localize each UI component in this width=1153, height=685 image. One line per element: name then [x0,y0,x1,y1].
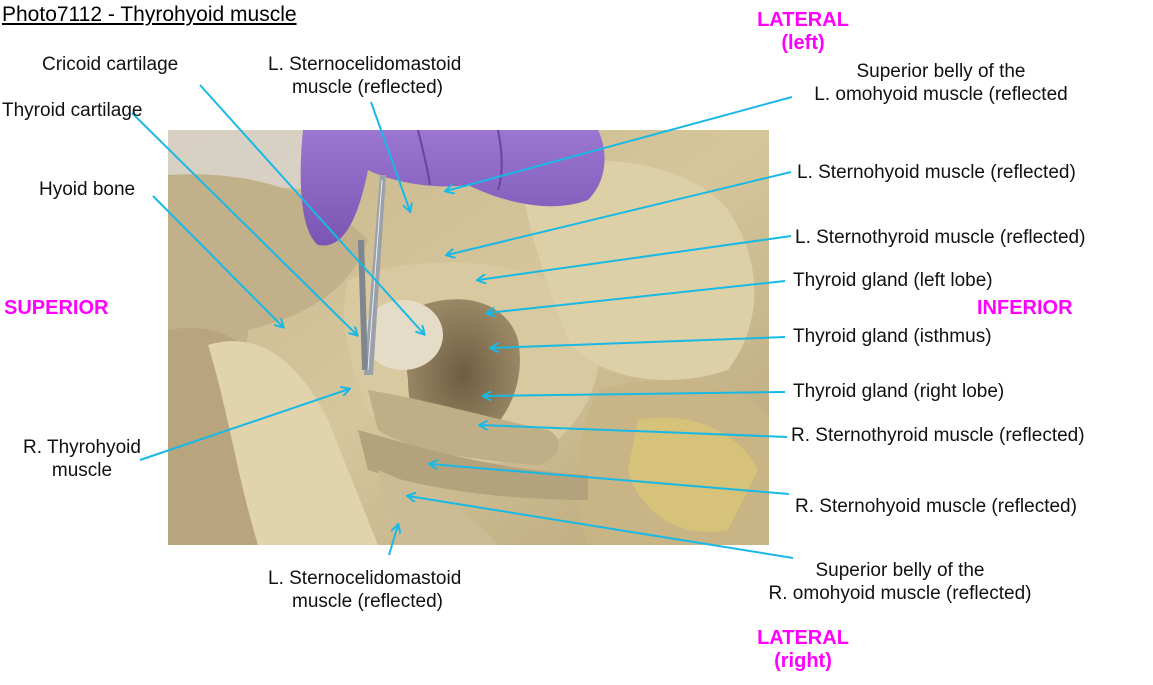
leader-thyroid-cartilage [131,112,357,335]
leader-r-thyrohyoid [139,389,349,461]
label-l-omohyoid: Superior belly of the L. omohyoid muscle… [796,60,1086,106]
label-l-sternohyoid: L. Sternohyoid muscle (reflected) [797,162,1076,183]
orientation-lateral-right-line2: (right) [774,650,832,672]
label-r-sternohyoid: R. Sternohyoid muscle (reflected) [795,496,1077,517]
leader-thyroid-isthmus [491,336,786,348]
label-r-thyrohyoid-line2: muscle [51,460,113,481]
label-r-sternothyroid: R. Sternothyroid muscle (reflected) [791,425,1085,446]
leader-l-scm-bottom [388,525,398,556]
label-l-sternothyroid: L. Sternothyroid muscle (reflected) [795,227,1086,248]
leader-l-sternothyroid [478,235,792,280]
label-l-sternocleidomastoid-bottom: L. Sternocelidomastoid muscle (reflected… [268,567,461,613]
label-l-sternocleidomastoid-top-line2: muscle (reflected) [292,77,443,98]
figure-title: Photo7112 - Thyrohyoid muscle [2,3,297,26]
leader-thyroid-left-lobe [487,280,786,313]
label-thyroid-left-lobe: Thyroid gland (left lobe) [793,270,993,291]
orientation-lateral-left: LATERAL (left) [748,9,858,55]
label-l-sternocleidomastoid-bottom-line2: muscle (reflected) [292,591,443,612]
leader-l-omohyoid [446,96,793,191]
label-l-omohyoid-line1: Superior belly of the [856,61,1026,82]
label-r-omohyoid-line1: Superior belly of the [815,560,985,581]
leader-cricoid-cartilage [199,84,424,334]
label-hyoid-bone: Hyoid bone [39,179,136,200]
orientation-superior: SUPERIOR [4,297,109,319]
label-thyroid-isthmus: Thyroid gland (isthmus) [793,326,992,347]
label-thyroid-cartilage: Thyroid cartilage [2,100,143,121]
label-thyroid-right-lobe: Thyroid gland (right lobe) [793,381,1005,402]
dissection-photo [168,130,769,545]
label-l-sternocleidomastoid-bottom-line1: L. Sternocelidomastoid [268,568,462,589]
label-r-omohyoid: Superior belly of the R. omohyoid muscle… [742,559,1058,605]
leader-r-sternothyroid [480,425,788,438]
orientation-lateral-right: LATERAL (right) [748,627,858,673]
orientation-inferior: INFERIOR [977,297,1073,319]
label-l-sternocleidomastoid-top: L. Sternocelidomastoid muscle (reflected… [268,53,461,99]
leader-r-sternohyoid [430,464,790,495]
leader-r-omohyoid [408,496,794,559]
leader-l-scm-top [370,101,410,211]
orientation-lateral-left-line1: LATERAL [757,9,849,31]
leader-hyoid-bone [152,195,283,327]
label-r-thyrohyoid: R. Thyrohyoid muscle [12,436,152,482]
label-cricoid-cartilage: Cricoid cartilage [42,54,179,75]
leader-l-sternohyoid [447,171,792,255]
orientation-lateral-right-line1: LATERAL [757,627,849,649]
label-l-sternocleidomastoid-top-line1: L. Sternocelidomastoid [268,54,462,75]
label-l-omohyoid-line2: L. omohyoid muscle (reflected [814,84,1068,105]
dissection-photo-graphic [168,130,769,545]
label-r-omohyoid-line2: R. omohyoid muscle (reflected) [768,583,1032,604]
leader-thyroid-right-lobe [484,392,786,396]
label-r-thyrohyoid-line1: R. Thyrohyoid [23,437,141,458]
orientation-lateral-left-line2: (left) [781,32,825,54]
